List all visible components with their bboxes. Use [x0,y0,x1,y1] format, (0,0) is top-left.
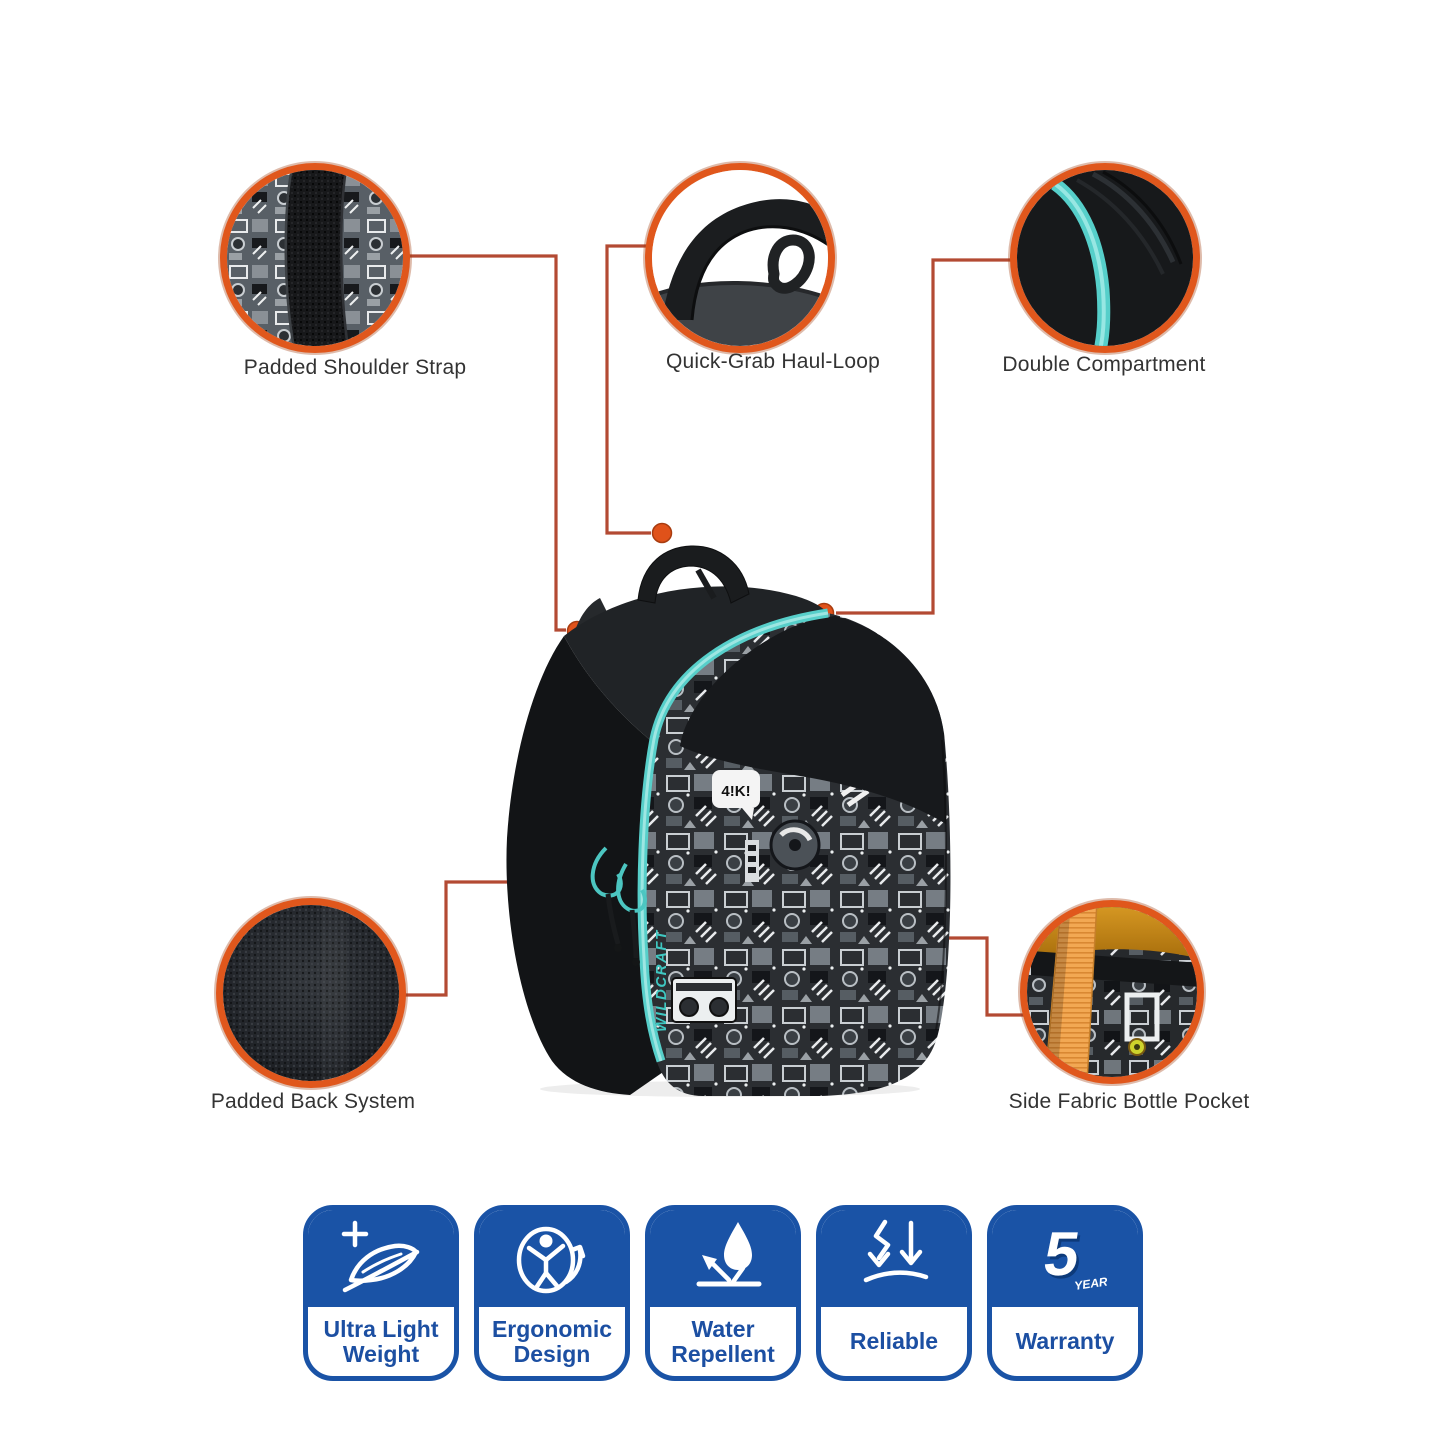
badge-label-line: Water [691,1315,755,1342]
back-system-photo [223,905,399,1081]
callout-line-back-system [401,880,538,997]
badge-icon-area: 5 5 YEAR [992,1210,1138,1307]
badge-icon-area [308,1210,454,1307]
callout-line-shoulder-strap [403,254,566,632]
compartment-zipper-piping [1051,178,1111,346]
brand-logo-text: WILDCRAFT [653,929,670,1032]
print-motifs: 4!K! [671,770,870,1023]
callout-dot [651,522,673,544]
badge-reliable: Reliable [816,1205,972,1381]
detail-circle-back-system [216,898,406,1088]
zipper-teal [637,608,829,1063]
callout-label-bottle-pocket: Side Fabric Bottle Pocket [1008,1090,1250,1113]
print-boombox [671,977,737,1023]
haul-loop-photo [652,170,828,346]
haul-handle [637,545,750,604]
badge-label: Ultra Light Weight [308,1307,454,1376]
badge-label-line: Reliable [849,1328,939,1355]
detail-circle-bottle-pocket [1020,900,1204,1084]
badge-label-line: Warranty [1015,1328,1115,1355]
badge-label: Water Repellent [650,1307,796,1376]
person-rotate-icon [516,1226,586,1293]
callout-label-haul-loop: Quick-Grab Haul-Loop [665,350,881,373]
badge-label-line: Weight [342,1340,420,1367]
print-bubble-text: 4!K! [721,783,750,800]
badge-icon-area [479,1210,625,1307]
bag-front-yoke [680,616,947,824]
badge-label: Ergonomic Design [479,1307,625,1376]
badge-label-line: Design [513,1340,591,1367]
shoulder-strap-photo [227,170,403,346]
callout-line-double-compartment [836,258,1017,615]
badge-ergonomic-design: Ergonomic Design [474,1205,630,1381]
bag-back-panel [506,636,666,1095]
callout-line-haul-loop [605,244,653,535]
badge-label: Reliable [821,1307,967,1376]
orange-strap [1044,907,1098,1077]
badge-label: Warranty [992,1307,1138,1376]
zipper-pulls [590,846,647,966]
detail-circle-haul-loop [645,163,835,353]
detail-circle-double-compartment [1010,163,1200,353]
callout-line-bottle-pocket [914,936,1029,1017]
impact-arrows-icon [863,1219,929,1282]
double-compartment-photo [1017,170,1193,346]
badge-icon-area [650,1210,796,1307]
water-drop-icon [696,1221,762,1286]
badge-label-line: Ergonomic [491,1315,613,1342]
warranty-unit: YEAR [1073,1274,1107,1293]
callout-label-shoulder-strap: Padded Shoulder Strap [243,356,467,379]
badge-ultra-light-weight: Ultra Light Weight [303,1205,459,1381]
badge-warranty: 5 5 YEAR Warranty [987,1205,1143,1381]
backpack-photo: 4!K! WILDCRAFT [506,545,951,1097]
yoke-seam [935,739,947,1031]
handle-webbing [662,199,828,320]
bottle-pocket-photo [1027,907,1197,1077]
callout-label-back-system: Padded Back System [210,1090,416,1113]
badge-water-repellent: Water Repellent [645,1205,801,1381]
small-loop [767,234,815,294]
five-year-icon: 5 5 YEAR [1040,1220,1107,1293]
print-speech-bubble: 4!K! [712,770,760,820]
feather-plus-icon [341,1220,420,1292]
callout-label-double-compartment: Double Compartment [1002,353,1206,376]
strap-webbing [285,170,348,346]
badge-label-line: Repellent [671,1340,775,1367]
badge-label-line: Ultra Light [323,1315,439,1342]
badge-icon-area [821,1210,967,1307]
detail-circle-shoulder-strap [220,163,410,353]
